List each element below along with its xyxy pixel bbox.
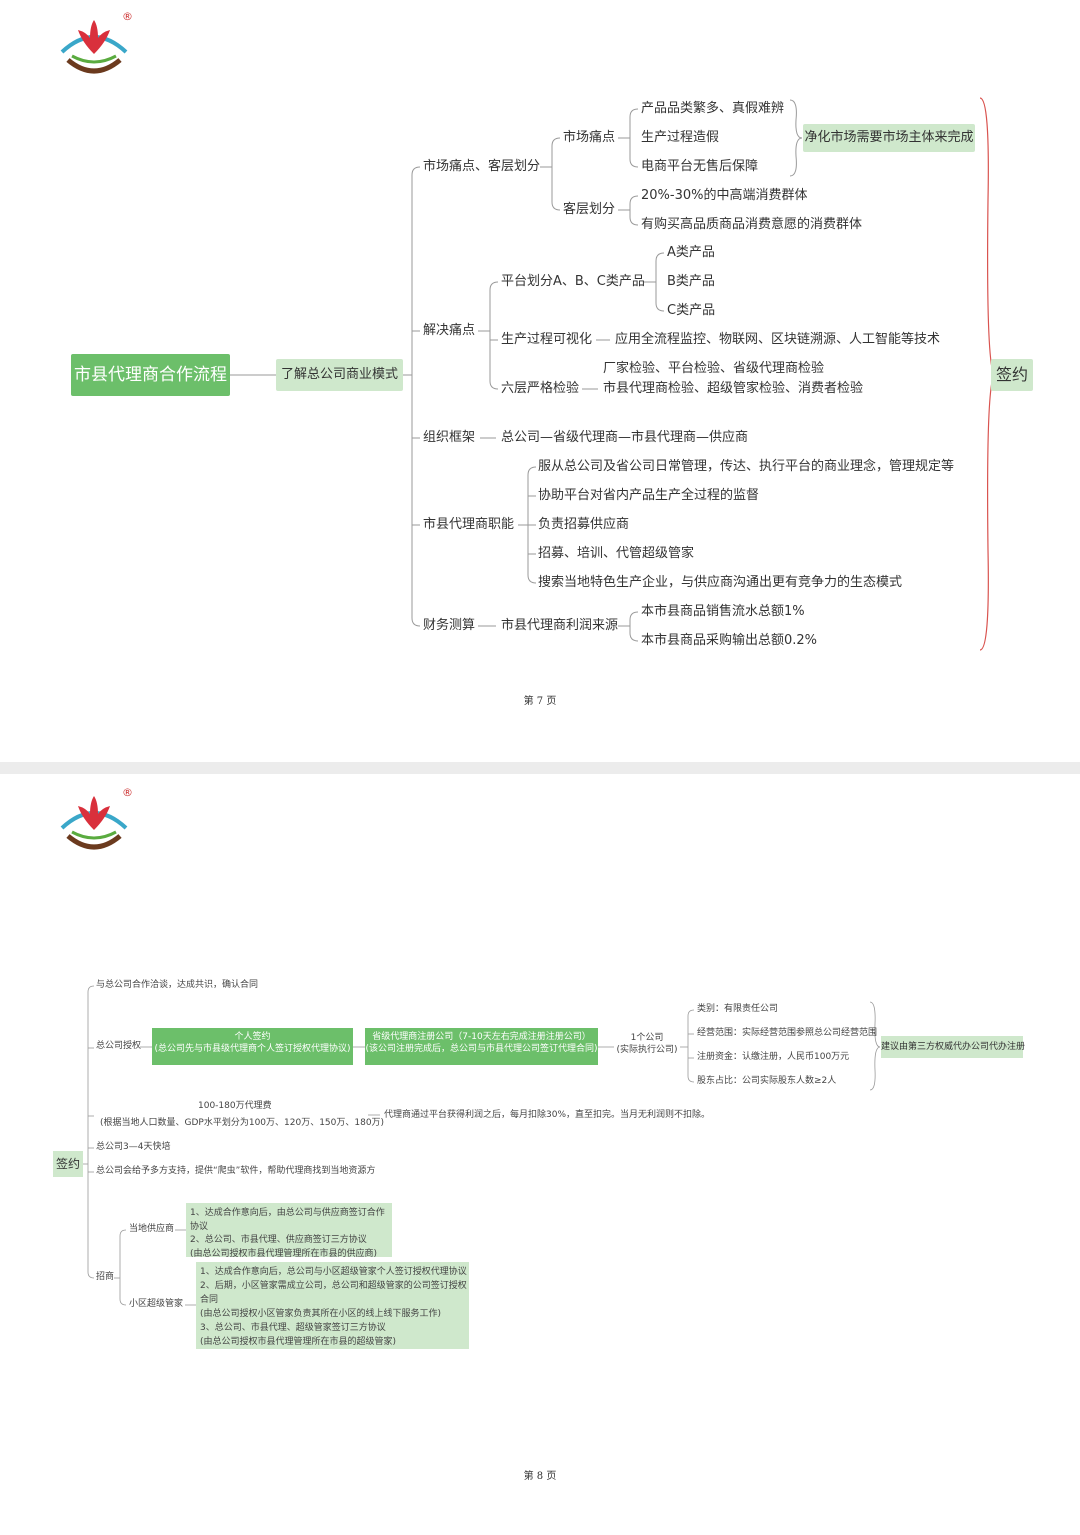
org-detail: 总公司—省级代理商—市县代理商—供应商 (501, 430, 749, 445)
page-separator (0, 762, 1080, 774)
flower-logo-icon: ® (54, 10, 134, 78)
page-number: 第 7 页 (523, 696, 557, 707)
recruit-steward-line: (由总公司授权小区管家负责其所在小区的线上线下服务工作) (200, 1308, 442, 1319)
platform-item: C类产品 (667, 303, 716, 318)
recruit-local-line: (由总公司授权市县代理管理所在市县的供应商) (190, 1248, 378, 1259)
segment-item: 有购买高品质商品消费意愿的消费群体 (641, 217, 863, 232)
branch-finance: 财务测算 (423, 618, 476, 633)
node-pain: 市场痛点 (563, 130, 616, 145)
page-number: 第 8 页 (523, 1471, 557, 1482)
page-7: ® (0, 0, 1080, 762)
recruit-steward-line: (由总公司授权市县代理管理所在市县的超级管家) (200, 1336, 397, 1347)
company-detail: 经营范围：实际经营范围参照总公司经营范围 (697, 1028, 878, 1038)
recruit-steward-line: 1、达成合作意向后，总公司与小区超级管家个人签订授权代理协议 (200, 1267, 467, 1277)
auth-box-individual-note: (总公司先与市县级代理商个人签订授权代理协议) (154, 1044, 351, 1055)
auth-box-register-title: 省级代理商注册公司（7-10天左右完成注册注册公司） (372, 1032, 591, 1042)
duty-item: 搜索当地特色生产企业，与供应商沟通出更有竞争力的生态模式 (538, 575, 903, 590)
registered-mark: ® (122, 10, 133, 23)
duty-item: 协助平台对省内产品生产全过程的监督 (538, 488, 760, 503)
finance-sub: 市县代理商利润来源 (501, 618, 619, 633)
fee-title: 100-180万代理费 (198, 1101, 272, 1111)
step-training: 总公司3—4天快培 (96, 1142, 171, 1152)
auth-box-register: 省级代理商注册公司（7-10天左右完成注册注册公司） (该公司注册完成后，总公司… (365, 1028, 598, 1065)
pain-item: 生产过程造假 (641, 130, 720, 145)
branch-market: 市场痛点、客层划分 (423, 159, 541, 174)
recruit-local-line: 2、总公司、市县代理、供应商签订三方协议 (190, 1235, 367, 1245)
recruit-steward-label: 小区超级管家 (129, 1299, 184, 1309)
root-node: 市县代理商合作流程 (71, 354, 230, 396)
page-8: ® 签约 与总公司合作洽谈，达成共识，确 (0, 774, 1080, 1535)
recruit-local-label: 当地供应商 (129, 1224, 175, 1234)
registered-mark: ® (122, 786, 133, 799)
finance-item: 本市县商品销售流水总额1% (641, 604, 805, 619)
company-note: (实际执行公司) (616, 1045, 678, 1056)
mindmap-connectors (82, 985, 881, 1306)
company-node: 1个公司 (实际执行公司) (614, 1032, 680, 1056)
recruit-label: 招商 (96, 1272, 115, 1282)
suggest-node: 建议由第三方权威代办公司代办注册 (881, 1036, 1025, 1058)
platform-item: B类产品 (667, 274, 715, 289)
center-node: 了解总公司商业模式 (276, 359, 403, 391)
node-inspect: 六层严格检验 (501, 381, 580, 396)
auth-box-register-note: (该公司注册完成后，总公司与市县代理公司签订代理合同) (365, 1044, 598, 1055)
visual-detail: 应用全流程监控、物联网、区块链溯源、人工智能等技术 (615, 332, 941, 347)
node-platform: 平台划分A、B、C类产品 (501, 274, 645, 289)
fee-note: (根据当地人口数量、GDP水平划分为100万、120万、150万、180万) (100, 1118, 385, 1128)
inspect-line2: 市县代理商检验、超级管家检验、消费者检验 (603, 381, 864, 396)
inspect-line1: 厂家检验、平台检验、省级代理商检验 (603, 361, 825, 376)
duty-item: 负责招募供应商 (538, 517, 630, 532)
auth-box-individual: 个人签约 (总公司先与市县级代理商个人签订授权代理协议) (152, 1028, 353, 1065)
branch-solve: 解决痛点 (423, 323, 476, 338)
recruit-steward-line: 3、总公司、市县代理、超级管家签订三方协议 (200, 1322, 386, 1333)
fee-detail: 代理商通过平台获得利润之后，每月扣除30%，直至扣完。当月无利润则不扣除。 (384, 1110, 711, 1120)
branch-org: 组织框架 (423, 430, 476, 445)
company-title: 1个公司 (630, 1033, 664, 1043)
duty-item: 招募、培训、代管超级管家 (538, 546, 695, 561)
step-negotiate: 与总公司合作洽谈，达成共识，确认合同 (96, 980, 259, 990)
step-support: 总公司会给予多方支持，提供“爬虫”软件，帮助代理商找到当地资源方 (96, 1166, 376, 1176)
recruit-local-box: 1、达成合作意向后，由总公司与供应商签订合作协议 2、总公司、市县代理、供应商签… (186, 1203, 392, 1259)
sign-root-node: 签约 (53, 1151, 83, 1177)
recruit-local-line: 1、达成合作意向后，由总公司与供应商签订合作协议 (190, 1208, 385, 1232)
company-detail: 注册资金：认缴注册，人民币100万元 (697, 1052, 850, 1062)
node-segment: 客层划分 (563, 202, 616, 217)
pain-conclusion: 净化市场需要市场主体来完成 (803, 124, 975, 152)
node-visual: 生产过程可视化 (501, 332, 593, 347)
auth-box-individual-title: 个人签约 (234, 1032, 271, 1042)
company-detail: 类别：有限责任公司 (697, 1004, 779, 1014)
flower-logo-icon: ® (54, 786, 134, 854)
pain-item: 电商平台无售后保障 (641, 159, 759, 174)
company-detail: 股东占比：公司实际股东人数≥2人 (697, 1076, 837, 1086)
pain-item: 产品品类繁多、真假难辨 (641, 101, 785, 116)
recruit-steward-line: 2、后期，小区管家需成立公司，总公司和超级管家的公司签订授权合同 (200, 1280, 467, 1305)
segment-item: 20%-30%的中高端消费群体 (641, 188, 808, 203)
platform-item: A类产品 (667, 245, 715, 260)
sign-node: 签约 (991, 359, 1033, 391)
branch-duty: 市县代理商职能 (423, 517, 515, 532)
duty-item: 服从总公司及省公司日常管理，传达、执行平台的商业理念，管理规定等 (538, 459, 955, 474)
auth-label: 总公司授权 (96, 1041, 142, 1051)
recruit-steward-box: 1、达成合作意向后，总公司与小区超级管家个人签订授权代理协议 2、后期，小区管家… (196, 1262, 469, 1349)
finance-item: 本市县商品采购输出总额0.2% (641, 633, 818, 648)
